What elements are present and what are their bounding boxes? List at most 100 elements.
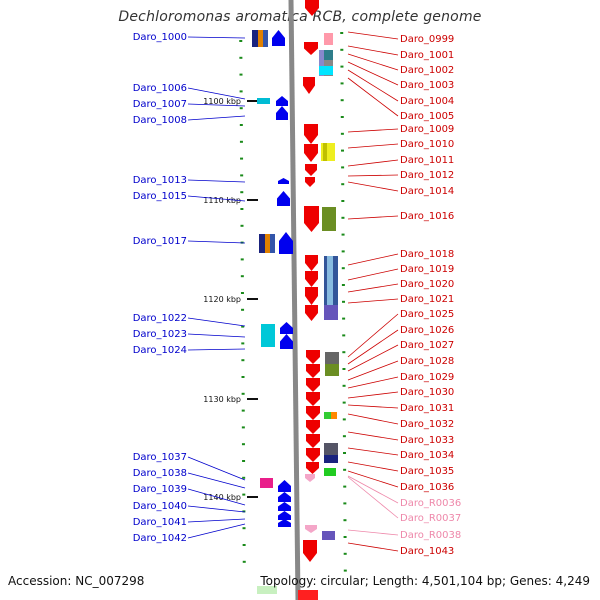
right-leader-line xyxy=(347,45,399,56)
scale-tick-left xyxy=(241,409,245,412)
scale-tick-left xyxy=(239,40,243,42)
left-leader-line xyxy=(187,456,246,481)
right-leader-line xyxy=(347,53,399,71)
left-leader-line xyxy=(187,240,246,244)
scale-tick-left xyxy=(240,157,244,160)
scale-tick-left xyxy=(241,342,245,345)
gene-label-right: Daro_1026 xyxy=(400,325,454,336)
scale-tick-left xyxy=(241,443,245,446)
left-leader-line xyxy=(187,505,246,513)
right-leader-line xyxy=(347,529,399,536)
reverse-gene-arrow xyxy=(306,364,320,378)
scale-tick-right xyxy=(340,32,344,34)
scale-tick-right xyxy=(342,435,346,438)
scale-tick-right xyxy=(341,216,345,219)
reverse-gene-arrow xyxy=(304,206,319,232)
reverse-gene-arrow xyxy=(306,420,320,434)
forward-gene-arrow xyxy=(278,502,291,511)
gene-feature-box xyxy=(265,234,270,253)
scale-tick-right xyxy=(342,384,346,387)
gene-feature-box xyxy=(270,234,275,253)
gene-feature-box xyxy=(257,586,277,594)
right-leader-line xyxy=(347,391,399,399)
gene-label-right: Daro_1025 xyxy=(400,309,454,320)
right-leader-line xyxy=(347,542,399,552)
forward-gene-arrow xyxy=(280,322,293,334)
right-leader-line xyxy=(347,313,399,358)
scale-tick-right xyxy=(340,132,344,135)
scale-tick-left xyxy=(239,56,243,59)
rna-gene-label: Daro_R0036 xyxy=(400,498,461,509)
scale-tick-right xyxy=(343,569,347,572)
gene-label-left: Daro_1006 xyxy=(133,83,187,94)
right-leader-line xyxy=(347,283,399,293)
rna-gene-arrow xyxy=(305,474,315,482)
scale-tick-right xyxy=(340,48,344,51)
kbp-label: 1140 kbp xyxy=(203,493,241,502)
scale-tick-left xyxy=(239,107,243,110)
rna-gene-arrow xyxy=(305,525,317,533)
right-leader-line xyxy=(347,476,399,519)
gene-label-left: Daro_1023 xyxy=(133,329,187,340)
left-leader-line xyxy=(187,523,246,539)
right-leader-line xyxy=(347,253,399,266)
left-leader-line xyxy=(187,115,246,121)
scale-tick-left xyxy=(242,527,246,530)
right-leader-line xyxy=(347,475,399,504)
reverse-gene-arrow xyxy=(306,392,320,406)
gene-label-left: Daro_1038 xyxy=(133,468,187,479)
forward-gene-arrow xyxy=(278,178,289,184)
gene-label-right: Daro_1035 xyxy=(400,466,454,477)
forward-gene-arrow xyxy=(280,334,293,349)
gene-label-left: Daro_1040 xyxy=(133,501,187,512)
scale-tick-left xyxy=(241,426,245,429)
left-leader-line xyxy=(187,488,246,506)
scale-tick-right xyxy=(341,233,345,236)
reverse-gene-arrow xyxy=(305,287,318,305)
scale-tick-right xyxy=(343,552,347,555)
gene-feature-box xyxy=(323,143,327,161)
gene-label-right: Daro_1009 xyxy=(400,124,454,135)
gene-label-left: Daro_1024 xyxy=(133,345,187,356)
gene-label-right: Daro_1005 xyxy=(400,111,454,122)
scale-tick-right xyxy=(343,502,347,505)
gene-label-right: Daro_1014 xyxy=(400,186,454,197)
left-leader-line xyxy=(187,518,246,523)
gene-feature-box-olive xyxy=(325,364,339,376)
scale-tick-right xyxy=(340,116,344,118)
reverse-gene-arrow xyxy=(305,271,318,287)
forward-gene-arrow xyxy=(272,30,285,46)
kbp-label: 1130 kbp xyxy=(203,395,241,404)
right-leader-line xyxy=(347,174,399,177)
scale-tick-right xyxy=(341,284,345,286)
accession-text: Accession: NC_007298 xyxy=(8,574,145,588)
gene-label-right: Daro_1012 xyxy=(400,170,454,181)
gene-feature-box xyxy=(263,30,268,47)
scale-tick-left xyxy=(242,476,246,479)
gene-label-right: Daro_1031 xyxy=(400,403,454,414)
scale-tick-right xyxy=(341,183,345,186)
scale-tick-right xyxy=(340,149,344,152)
gene-feature-box-magenta xyxy=(260,478,273,488)
gene-feature-box xyxy=(327,256,333,312)
reverse-gene-arrow xyxy=(306,378,320,392)
left-leader-line xyxy=(187,348,246,351)
scale-tick-right xyxy=(342,300,346,303)
gene-label-left: Daro_1037 xyxy=(133,452,187,463)
gene-label-left: Daro_1000 xyxy=(133,32,187,43)
reverse-gene-arrow xyxy=(306,448,320,462)
left-leader-line xyxy=(187,179,246,183)
gene-label-right: Daro_1021 xyxy=(400,294,454,305)
reverse-gene-arrow xyxy=(306,434,320,448)
reverse-gene-arrow xyxy=(306,462,319,474)
gene-label-right: Daro_1019 xyxy=(400,264,454,275)
scale-tick-right xyxy=(343,452,347,454)
right-leader-line xyxy=(347,431,399,441)
scale-tick-right xyxy=(343,485,347,488)
gene-label-right: Daro_1020 xyxy=(400,279,454,290)
gene-label-right: Daro_1033 xyxy=(400,435,454,446)
reverse-gene-arrow xyxy=(303,77,315,94)
gene-feature-box xyxy=(331,412,337,419)
reverse-gene-arrow xyxy=(304,124,318,144)
gene-label-left: Daro_1039 xyxy=(133,484,187,495)
